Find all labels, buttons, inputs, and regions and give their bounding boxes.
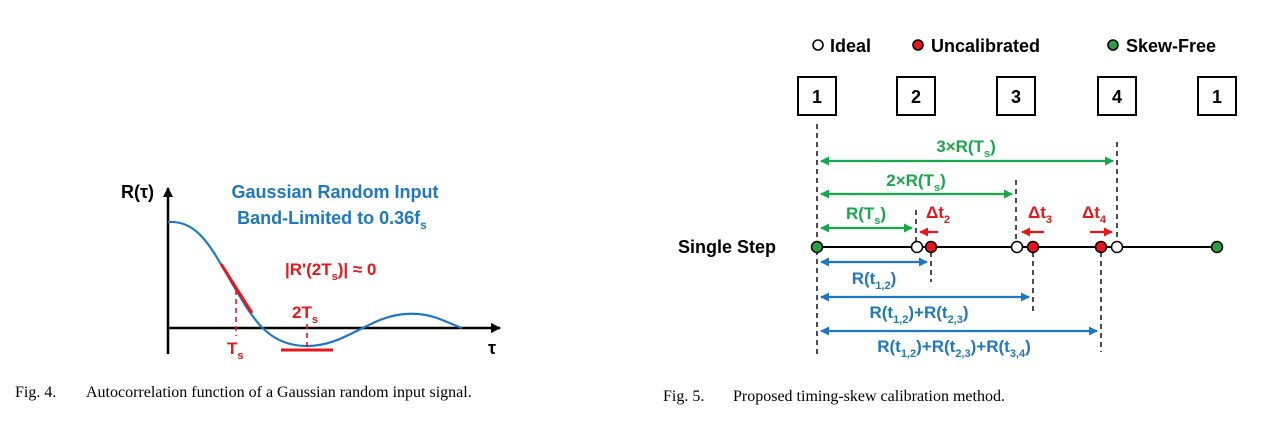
- fig4-derivative-annotation: |R'(2Ts)| ≈ 0: [285, 260, 376, 283]
- channel-box-label: 1: [812, 87, 822, 107]
- fig5-calibration-diagram: Ideal Uncalibrated Skew-Free 1 2 3 4 1: [678, 36, 1237, 360]
- fig4-slope-segment: [219, 263, 254, 314]
- fig5-legend: Ideal Uncalibrated Skew-Free: [812, 36, 1216, 56]
- ideal-point-icon: [1010, 240, 1024, 254]
- green-label-3rts: 3×R(Ts): [936, 137, 996, 160]
- channel-box-label: 3: [1011, 87, 1021, 107]
- channel-box: [1197, 76, 1237, 116]
- single-step-label: Single Step: [678, 237, 776, 257]
- fig4-ts-label: Ts: [227, 339, 244, 362]
- delta-t3-label: Δt3: [1028, 203, 1052, 226]
- channel-box: [896, 76, 936, 116]
- delta-t4-label: Δt4: [1082, 203, 1107, 226]
- fig4-autocorrelation-plot: R(τ) τ Gaussian Random Input Band-Limite…: [121, 182, 501, 362]
- dashed-guides: [816, 124, 1118, 355]
- fig4-caption: Fig. 4.Autocorrelation function of a Gau…: [15, 384, 472, 401]
- blue-label-r12: R(t1,2): [852, 269, 897, 292]
- uncalibrated-point-icon: [1094, 240, 1108, 254]
- channel-box-label: 2: [911, 87, 921, 107]
- skew-free-point-icon: [810, 240, 824, 254]
- green-label-rts: R(Ts): [846, 204, 886, 227]
- channel-boxes: 1 2 3 4 1: [797, 76, 1237, 116]
- skew-free-marker-icon: [1107, 39, 1119, 51]
- uncalibrated-point-icon: [1026, 240, 1040, 254]
- channel-box-label: 4: [1112, 87, 1122, 107]
- green-label-2rts: 2×R(Ts): [886, 171, 946, 194]
- fig4-2ts-label: 2Ts: [292, 303, 318, 326]
- channel-box: [996, 76, 1036, 116]
- legend-ideal-label: Ideal: [830, 36, 871, 56]
- legend-skew-free-label: Skew-Free: [1126, 36, 1216, 56]
- blue-label-r12-r23-r34: R(t1,2)+R(t2,3)+R(t3,4): [877, 337, 1031, 360]
- ideal-marker-icon: [812, 39, 824, 51]
- legend-uncalibrated-label: Uncalibrated: [931, 36, 1040, 56]
- ideal-point-icon: [910, 240, 924, 254]
- uncalibrated-point-icon: [924, 240, 938, 254]
- channel-box: [797, 76, 837, 116]
- fig4-title-line1: Gaussian Random Input: [231, 182, 438, 202]
- fig4-title-line2: Band-Limited to 0.36fs: [237, 208, 427, 232]
- ideal-point-icon: [1110, 240, 1124, 254]
- fig4-x-axis-label: τ: [488, 338, 496, 358]
- delta-t2-label: Δt2: [926, 203, 950, 226]
- blue-label-r12-r23: R(t1,2)+R(t2,3): [869, 303, 968, 326]
- uncalibrated-marker-icon: [912, 39, 924, 51]
- skew-free-point-icon: [1210, 240, 1224, 254]
- fig5-caption: Fig. 5.Proposed timing-skew calibration …: [663, 388, 1005, 405]
- channel-box-label: 1: [1212, 87, 1222, 107]
- channel-box: [1097, 76, 1137, 116]
- fig4-y-axis-label: R(τ): [121, 182, 154, 202]
